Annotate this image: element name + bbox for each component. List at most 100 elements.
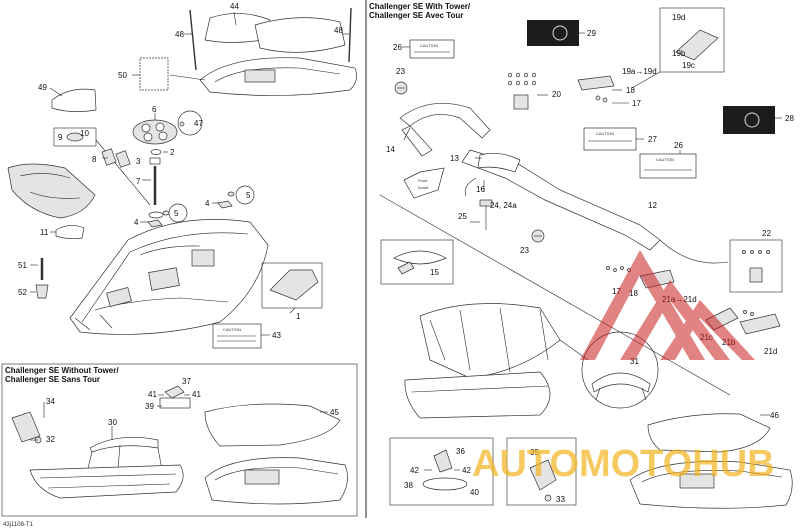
boat-side-view-tower xyxy=(404,371,551,419)
callout-29: 29 xyxy=(587,29,596,38)
svg-text:CAUTION: CAUTION xyxy=(656,157,674,162)
callout-36: 36 xyxy=(456,447,465,456)
callout-16: 16 xyxy=(476,185,485,194)
front-arrow xyxy=(403,167,445,199)
decal-28-black xyxy=(723,106,775,134)
callout-5: 5 xyxy=(246,191,251,200)
callout-26: 26 xyxy=(393,43,402,52)
svg-text:CAUTION: CAUTION xyxy=(596,131,614,136)
cup-holder-tray-6 xyxy=(132,119,178,145)
callout-4: 4 xyxy=(134,218,139,227)
callout-12: 12 xyxy=(648,201,657,210)
cover-pole-48-left xyxy=(189,9,197,71)
hinge-box-9-10 xyxy=(53,127,97,147)
callout-21d: 21d xyxy=(764,347,777,356)
tower-bracket-box-19 xyxy=(659,7,725,73)
callout-2: 2 xyxy=(170,148,175,157)
callout-25: 25 xyxy=(458,212,467,221)
callout-10: 10 xyxy=(80,129,89,138)
callout-48: 48 xyxy=(175,30,184,39)
callout-18: 18 xyxy=(629,289,638,298)
boat-side-view-30 xyxy=(29,464,184,499)
decal-26-top xyxy=(409,39,455,59)
cover-46 xyxy=(647,413,771,453)
section-title-without-tower: Challenger SE Without Tower/ xyxy=(5,366,119,375)
callout-45: 45 xyxy=(330,408,339,417)
storage-bag-50 xyxy=(139,57,169,91)
callout-18: 18 xyxy=(626,86,635,95)
fender-hull-view xyxy=(7,163,96,219)
mount-box-36-40 xyxy=(389,437,494,506)
callout-31: 31 xyxy=(630,357,639,366)
callout-52: 52 xyxy=(18,288,27,297)
mount-box-33-35 xyxy=(506,437,577,506)
section-title-with-tower-fr: Challenger SE Avec Tour xyxy=(369,11,463,20)
tower-frame-12 xyxy=(461,149,661,251)
callout-17: 17 xyxy=(632,99,641,108)
callout-48: 48 xyxy=(334,26,343,35)
callout-40: 40 xyxy=(470,488,479,497)
callout-19a: 19a→19d xyxy=(622,67,657,76)
callout-32: 32 xyxy=(46,435,55,444)
callout-42: 42 xyxy=(410,466,419,475)
callout-34: 34 xyxy=(46,397,55,406)
callout-42: 42 xyxy=(462,466,471,475)
callout-11: 11 xyxy=(40,228,49,237)
section-title-without-tower-fr: Challenger SE Sans Tour xyxy=(5,375,100,384)
svg-text:Avant: Avant xyxy=(418,185,429,190)
bracket-box-1 xyxy=(261,262,323,309)
callout-23: 23 xyxy=(396,67,405,76)
callout-37: 37 xyxy=(182,377,191,386)
watermark-logo xyxy=(580,250,755,360)
drain-52 xyxy=(35,284,49,299)
hardware-box-22 xyxy=(729,239,783,293)
callout-30: 30 xyxy=(108,418,117,427)
callout-46: 46 xyxy=(770,411,779,420)
callout-24: 24, 24a xyxy=(490,201,517,210)
callout-44: 44 xyxy=(230,2,239,11)
cover-pole-48-right xyxy=(348,7,352,63)
callout-28: 28 xyxy=(785,114,794,123)
callout-17: 17 xyxy=(612,287,621,296)
grab-handle-box-15 xyxy=(380,239,454,285)
callout-26: 26 xyxy=(674,141,683,150)
tower-arch-14 xyxy=(399,102,491,139)
callout-labels: 44 48 48 50 49 6 47 9 10 8 2 3 7 5 4 5 4… xyxy=(18,2,794,504)
watermark-text: AUTOMOTOHUB xyxy=(472,443,775,485)
callout-35: 35 xyxy=(530,448,539,457)
screws-20 xyxy=(507,72,537,86)
section-title-with-tower: Challenger SE With Tower/ xyxy=(369,2,471,11)
decal-26-mid xyxy=(639,153,697,179)
callout-27: 27 xyxy=(648,135,657,144)
boat-top-view-upper xyxy=(199,57,357,96)
svg-text:Front: Front xyxy=(418,178,428,183)
callout-1: 1 xyxy=(296,312,301,321)
callout-43: 43 xyxy=(272,331,281,340)
svg-text:CAUTION: CAUTION xyxy=(420,43,438,48)
callout-39: 39 xyxy=(145,402,154,411)
callout-5: 5 xyxy=(174,209,179,218)
callout-41: 41 xyxy=(192,390,201,399)
callout-22: 22 xyxy=(762,229,771,238)
callout-7: 7 xyxy=(136,177,141,186)
callout-19d: 19d xyxy=(672,13,685,22)
cover-45 xyxy=(204,403,341,447)
cushion-11 xyxy=(55,225,85,240)
svg-text:CAUTION: CAUTION xyxy=(223,327,241,332)
callout-33: 33 xyxy=(556,495,565,504)
callout-49: 49 xyxy=(38,83,47,92)
callout-8: 8 xyxy=(92,155,97,164)
figure-code: 43j1108-T1 xyxy=(3,522,34,528)
detail-circle-47 xyxy=(177,110,203,136)
callout-47: 47 xyxy=(194,119,203,128)
callout-13: 13 xyxy=(450,154,459,163)
callout-14: 14 xyxy=(386,145,395,154)
callout-23: 23 xyxy=(520,246,529,255)
callout-19c: 19c xyxy=(682,61,695,70)
callout-4: 4 xyxy=(205,199,210,208)
callout-15: 15 xyxy=(430,268,439,277)
callout-41: 41 xyxy=(148,390,157,399)
callout-50: 50 xyxy=(118,71,127,80)
callout-19b: 19b xyxy=(672,49,686,58)
